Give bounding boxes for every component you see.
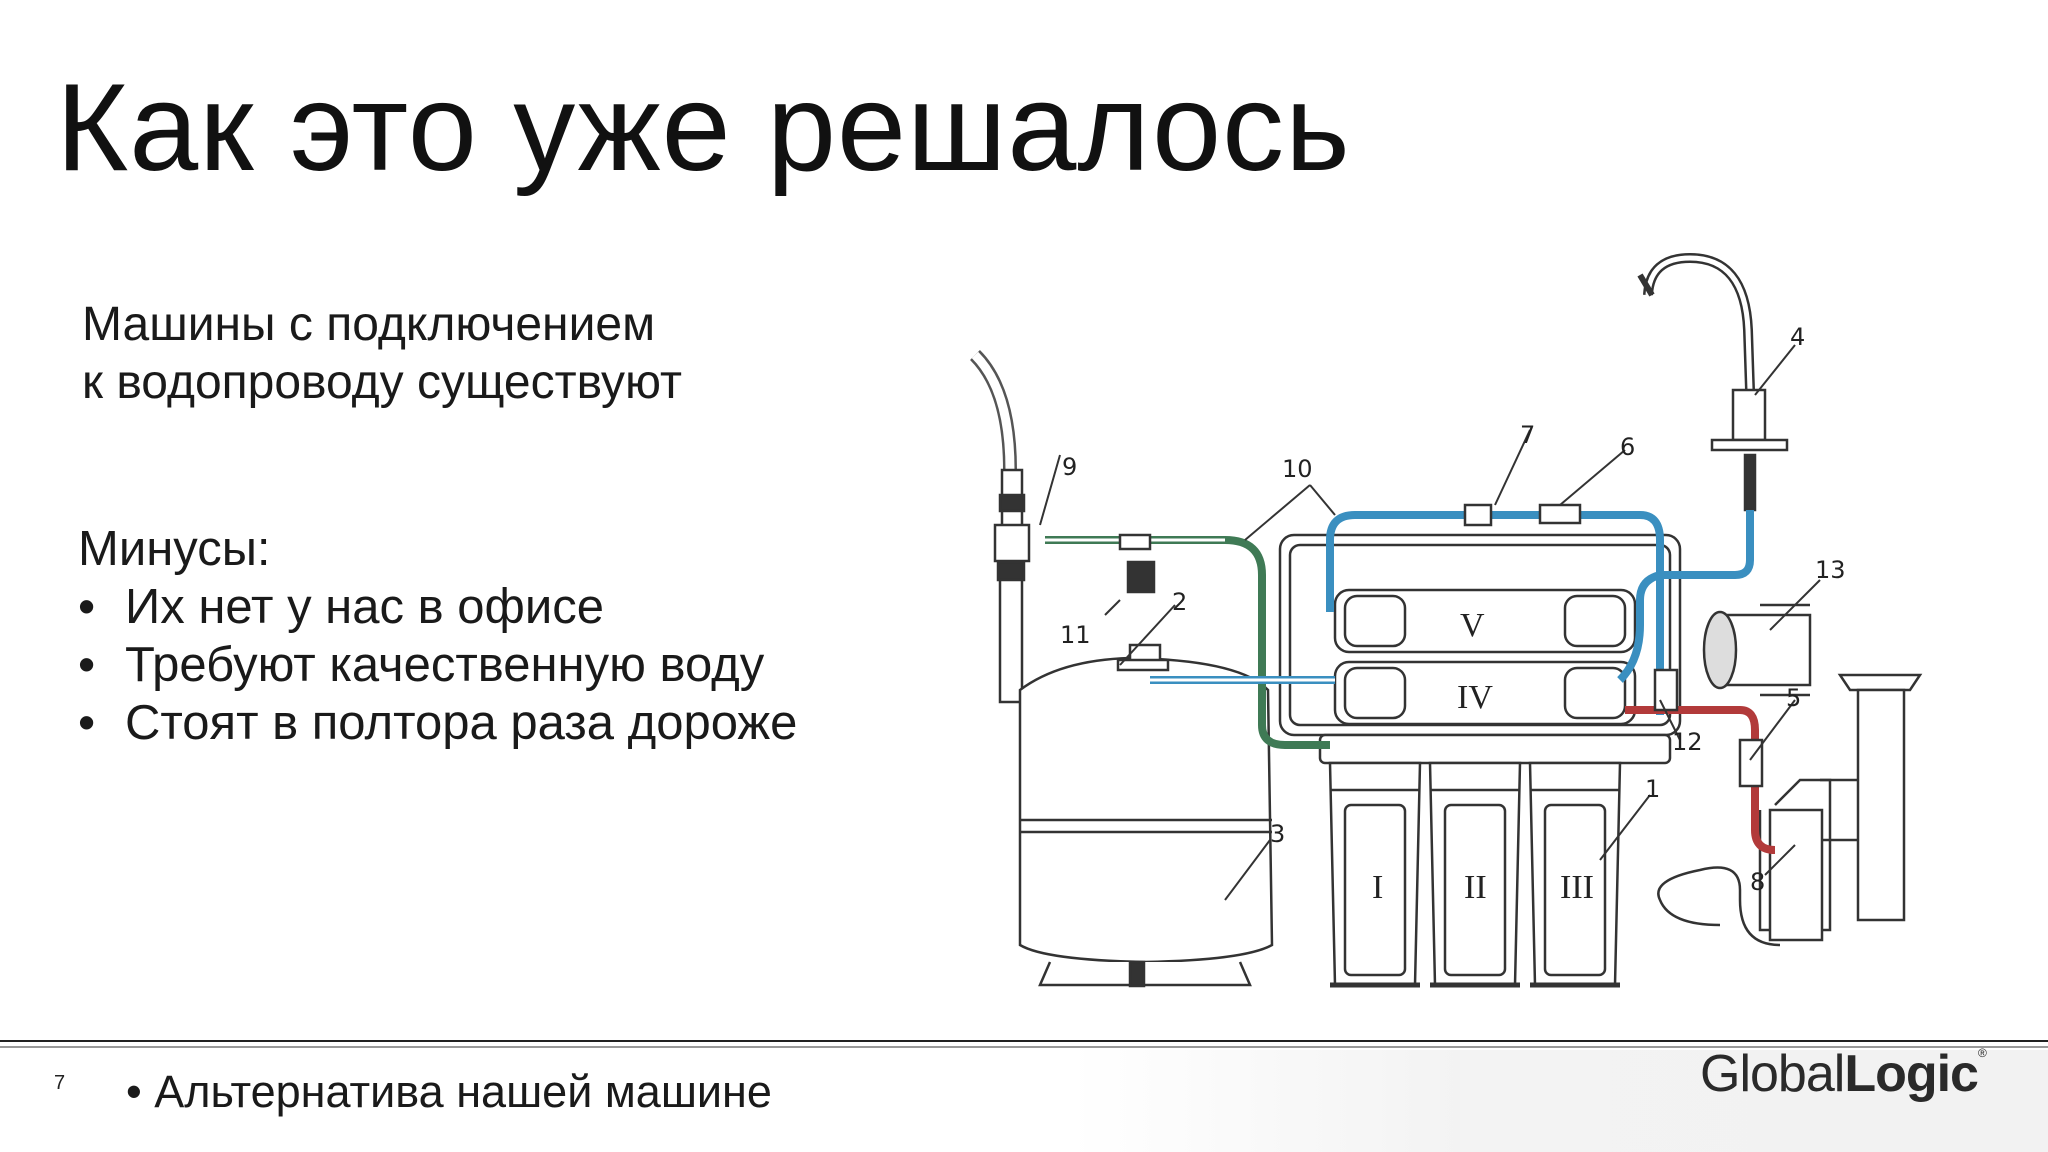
footer-background bbox=[1070, 1050, 2048, 1152]
footer-bullet: • Альтернатива нашей машине bbox=[126, 1066, 772, 1118]
callout-12: 12 bbox=[1672, 728, 1703, 756]
callout-6: 6 bbox=[1620, 433, 1635, 461]
stage-label-3: III bbox=[1560, 869, 1594, 906]
stage-label-2: II bbox=[1464, 869, 1487, 906]
footer-divider-secondary bbox=[0, 1046, 2048, 1048]
minuses-heading: Минусы: bbox=[78, 522, 271, 576]
stage-label-4: IV bbox=[1457, 679, 1493, 716]
callout-8: 8 bbox=[1750, 868, 1765, 896]
logo-part-2: Logic bbox=[1844, 1045, 1979, 1103]
stage-label-5: V bbox=[1460, 607, 1485, 644]
list-item: • Стоят в полтора раза дороже bbox=[78, 694, 797, 752]
callout-3: 3 bbox=[1270, 820, 1285, 848]
list-item-text: Их нет у нас в офисе bbox=[125, 580, 604, 634]
callout-10: 10 bbox=[1282, 455, 1313, 483]
stage-label-1: I bbox=[1372, 869, 1383, 906]
footer-divider bbox=[0, 1040, 2048, 1042]
logo-part-1: Global bbox=[1700, 1045, 1845, 1103]
bullet-icon: • bbox=[78, 696, 96, 750]
list-item-text: Стоят в полтора раза дороже bbox=[125, 696, 798, 750]
intro-text: Машины с подключением к водопроводу суще… bbox=[82, 296, 682, 412]
bullet-icon: • bbox=[126, 1066, 142, 1117]
globallogic-logo: GlobalLogic® bbox=[1700, 1044, 1987, 1104]
callout-7: 7 bbox=[1520, 421, 1535, 449]
callout-9: 9 bbox=[1062, 453, 1077, 481]
list-item: • Их нет у нас в офисе bbox=[78, 578, 797, 636]
page-number: 7 bbox=[54, 1072, 66, 1094]
callout-13: 13 bbox=[1815, 556, 1846, 584]
bullet-icon: • bbox=[78, 638, 96, 692]
bullet-icon: • bbox=[78, 580, 96, 634]
footer-bullet-text: Альтернатива нашей машине bbox=[154, 1066, 772, 1117]
callout-11: 11 bbox=[1060, 621, 1091, 649]
intro-line-2: к водопроводу существуют bbox=[82, 356, 682, 409]
list-item-text: Требуют качественную воду bbox=[125, 638, 765, 692]
minuses-list: • Их нет у нас в офисе • Требуют качествен… bbox=[78, 578, 797, 752]
intro-line-1: Машины с подключением bbox=[82, 298, 656, 351]
registered-mark: ® bbox=[1977, 1046, 1987, 1060]
callout-2: 2 bbox=[1172, 588, 1187, 616]
callout-5: 5 bbox=[1786, 684, 1801, 712]
slide-title: Как это уже решалось bbox=[56, 59, 1351, 197]
minuses-block: Минусы: • Их нет у нас в офисе • Требуют к… bbox=[78, 520, 797, 752]
callout-1: 1 bbox=[1645, 775, 1660, 803]
list-item: • Требуют качественную воду bbox=[78, 636, 797, 694]
callout-4: 4 bbox=[1790, 323, 1805, 351]
